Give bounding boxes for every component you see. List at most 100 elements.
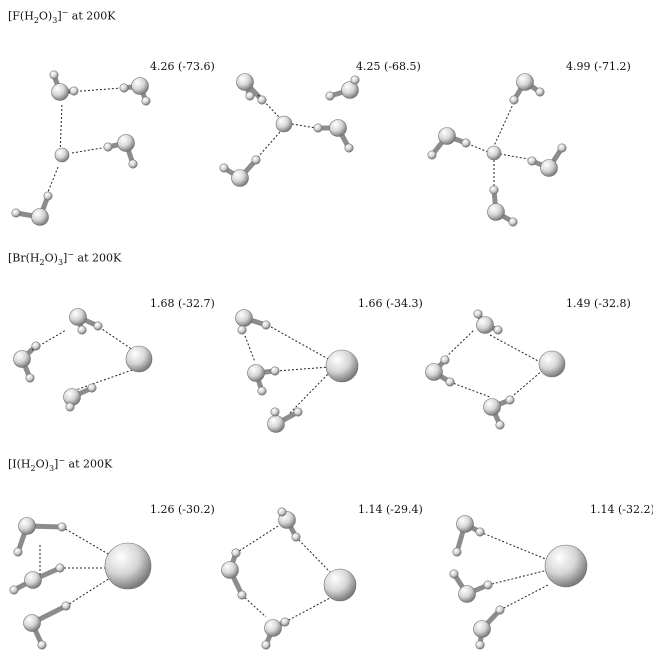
hydrogen-atom: [313, 123, 323, 133]
hydrogen-atom: [25, 373, 35, 383]
oxygen-atom: [31, 208, 49, 226]
oxygen-atom: [24, 571, 42, 589]
panel-label-i-2: 1.14 (-29.4): [358, 503, 423, 516]
hydrogen-bond: [489, 334, 541, 363]
hydrogen-atom: [483, 580, 493, 590]
hydrogen-atom: [505, 395, 515, 405]
oxygen-atom: [236, 73, 254, 91]
hydrogen-atom: [219, 163, 229, 173]
hydrogen-atom: [119, 83, 129, 93]
hydrogen-atom: [495, 605, 505, 615]
panel-label-i-1: 1.26 (-30.2): [150, 503, 215, 516]
hydrogen-bond: [31, 329, 67, 351]
hydrogen-bond: [241, 594, 267, 618]
hydrogen-atom: [13, 547, 23, 557]
hydrogen-bond: [291, 123, 317, 129]
hydrogen-bond: [244, 335, 256, 363]
hydrogen-atom: [65, 402, 75, 412]
hydrogen-atom: [31, 341, 41, 351]
hydrogen-bond: [71, 146, 109, 154]
hydrogen-atom: [449, 569, 459, 579]
bromide-ion: [325, 349, 359, 383]
hydrogen-atom: [87, 383, 97, 393]
hydrogen-atom: [141, 96, 151, 106]
oxygen-atom: [23, 614, 41, 632]
hydrogen-atom: [508, 217, 518, 227]
hydrogen-atom: [43, 191, 53, 201]
hydrogen-atom: [445, 377, 455, 387]
hydrogen-atom: [237, 325, 247, 335]
oxygen-atom: [117, 134, 135, 152]
hydrogen-atom: [231, 548, 241, 558]
hydrogen-bond: [47, 166, 59, 193]
hbond-layer: [31, 87, 549, 623]
hydrogen-bond: [289, 371, 331, 414]
hydrogen-atom: [489, 185, 499, 195]
oxygen-atom: [235, 309, 253, 327]
hydrogen-bond: [263, 322, 331, 361]
fluoride-ion: [275, 115, 293, 133]
hydrogen-atom: [344, 143, 354, 153]
hydrogen-atom: [93, 321, 103, 331]
oxygen-atom: [13, 350, 31, 368]
hydrogen-atom: [57, 522, 67, 532]
hydrogen-atom: [103, 142, 113, 152]
hydrogen-atom: [475, 640, 485, 650]
oxygen-atom: [483, 398, 501, 416]
oxygen-atom: [329, 119, 347, 137]
hydrogen-atom: [251, 155, 261, 165]
oxygen-atom: [131, 77, 149, 95]
hydrogen-bond: [275, 366, 331, 372]
hydrogen-bond: [479, 531, 549, 561]
oxygen-atom: [63, 388, 81, 406]
hydrogen-atom: [495, 420, 505, 430]
panel-label-br-1: 1.68 (-32.7): [150, 297, 215, 310]
iodide-ion: [323, 568, 357, 602]
hydrogen-atom: [440, 355, 450, 365]
iodide-ion: [104, 542, 152, 590]
oxygen-atom: [341, 81, 359, 99]
oxygen-atom: [264, 619, 282, 637]
hydrogen-atom: [245, 91, 255, 101]
oxygen-atom: [438, 127, 456, 145]
hydrogen-bond: [442, 329, 475, 361]
hydrogen-atom: [427, 150, 437, 160]
section-title-bromide: [Br(H2O)3]− at 200K: [8, 250, 122, 267]
section-title-iodide: [I(H2O)3]− at 200K: [8, 456, 113, 473]
hydrogen-atom: [280, 617, 290, 627]
oxygen-atom: [231, 169, 249, 187]
hydrogen-atom: [452, 547, 462, 557]
hydrogen-bond: [499, 584, 549, 611]
hydrogen-atom: [261, 320, 271, 330]
hydrogen-atom: [527, 156, 537, 166]
bromide-ion: [125, 345, 153, 373]
panel-label-br-3: 1.49 (-32.8): [566, 297, 631, 310]
atom-layer: [9, 70, 588, 650]
hydrogen-bond: [59, 102, 63, 156]
hydrogen-atom: [493, 325, 503, 335]
hydrogen-atom: [325, 91, 335, 101]
hydrogen-atom: [293, 407, 303, 417]
bond-layer: [11, 72, 565, 648]
hydrogen-atom: [557, 143, 567, 153]
hydrogen-bond: [69, 367, 139, 393]
fluoride-ion: [486, 145, 502, 161]
hydrogen-atom: [69, 86, 79, 96]
hydrogen-atom: [535, 87, 545, 97]
oxygen-atom: [516, 73, 534, 91]
hydrogen-atom: [277, 507, 287, 517]
hydrogen-atom: [261, 640, 271, 650]
oxygen-atom: [425, 363, 443, 381]
hydrogen-bond: [235, 525, 279, 554]
hydrogen-bond: [65, 577, 111, 607]
oxygen-atom: [51, 83, 69, 101]
hydrogen-bond: [61, 526, 111, 556]
oxygen-atom: [487, 203, 505, 221]
hydrogen-atom: [291, 532, 301, 542]
hydrogen-atom: [128, 159, 138, 169]
hydrogen-bond: [449, 381, 491, 398]
panel-label-br-2: 1.66 (-34.3): [358, 297, 423, 310]
oxygen-atom: [267, 415, 285, 433]
oxygen-atom: [476, 316, 494, 334]
oxygen-atom: [69, 308, 87, 326]
